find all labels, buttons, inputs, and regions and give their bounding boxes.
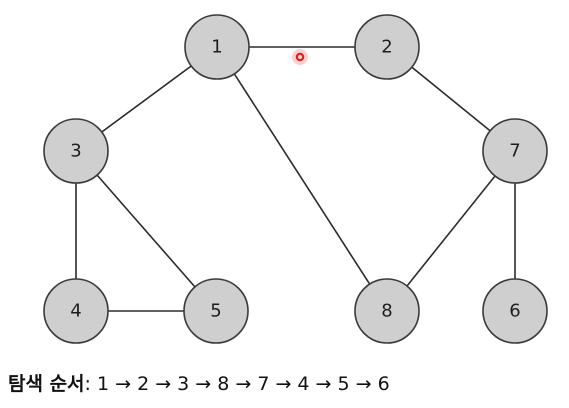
node-circle-2 <box>354 14 420 80</box>
graph-nodes: 1 2 3 7 4 5 8 6 <box>43 14 548 344</box>
node-1: 1 <box>184 14 250 80</box>
node-circle-7 <box>482 118 548 184</box>
node-3: 3 <box>43 118 109 184</box>
node-circle-4 <box>43 278 109 344</box>
search-order-label: 탐색 순서 <box>8 373 85 395</box>
node-label-5: 5 <box>210 301 221 322</box>
node-8: 8 <box>354 278 420 344</box>
node-label-2: 2 <box>381 37 392 58</box>
node-circle-8 <box>354 278 420 344</box>
edge-3-5 <box>75 150 217 312</box>
node-4: 4 <box>43 278 109 344</box>
graph-edges <box>75 46 516 312</box>
node-label-3: 3 <box>70 141 81 162</box>
node-circle-6 <box>482 278 548 344</box>
node-label-8: 8 <box>381 301 392 322</box>
node-circle-3 <box>43 118 109 184</box>
node-label-7: 7 <box>509 141 520 162</box>
search-order-caption: 탐색 순서: 1 → 2 → 3 → 8 → 7 → 4 → 5 → 6 <box>8 371 390 397</box>
edge-7-8 <box>386 150 516 312</box>
graph-diagram: 1 2 3 7 4 5 8 6 <box>43 14 548 344</box>
node-2: 2 <box>354 14 420 80</box>
node-circle-1 <box>184 14 250 80</box>
node-5: 5 <box>183 278 249 344</box>
node-6: 6 <box>482 278 548 344</box>
node-circle-5 <box>183 278 249 344</box>
mouse-cursor-indicator <box>292 49 308 65</box>
node-label-4: 4 <box>70 301 81 322</box>
node-7: 7 <box>482 118 548 184</box>
search-order-sequence: : 1 → 2 → 3 → 8 → 7 → 4 → 5 → 6 <box>84 373 390 395</box>
node-label-6: 6 <box>509 301 520 322</box>
node-label-1: 1 <box>211 37 222 58</box>
edge-1-8 <box>216 46 388 312</box>
